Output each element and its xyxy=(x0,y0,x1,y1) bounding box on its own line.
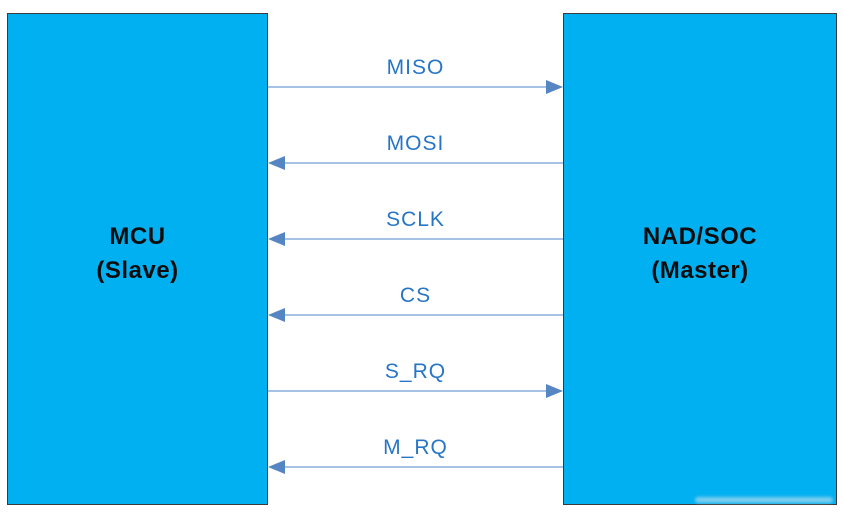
arrowhead-icon xyxy=(546,384,563,398)
mcu-box-label: MCU (Slave) xyxy=(96,220,178,288)
signal-label: SCLK xyxy=(386,208,445,231)
signal-label: M_RQ xyxy=(383,436,448,459)
nad-soc-box-label: NAD/SOC (Master) xyxy=(643,220,757,288)
nad-soc-box-title: NAD/SOC xyxy=(642,223,758,250)
arrowhead-icon xyxy=(268,232,285,246)
nad-soc-box-subtitle: (Master) xyxy=(651,257,749,284)
arrowhead-icon xyxy=(268,156,285,170)
arrowhead-icon xyxy=(268,460,285,474)
mcu-box-subtitle: (Slave) xyxy=(96,257,179,284)
mcu-box: MCU (Slave) xyxy=(7,13,268,505)
signal-label: MISO xyxy=(386,56,445,79)
arrowhead-icon xyxy=(268,308,285,322)
signal-line xyxy=(268,390,549,392)
watermark-smudge xyxy=(695,497,833,503)
signal-line xyxy=(282,238,563,240)
signal-line xyxy=(268,86,549,88)
arrowhead-icon xyxy=(546,80,563,94)
signal-label: S_RQ xyxy=(384,360,447,383)
signal-label: MOSI xyxy=(386,132,445,155)
signal-label: CS xyxy=(399,284,432,307)
mcu-box-title: MCU xyxy=(109,223,166,250)
signal-lines: MISO MOSI SCLK CS S_RQ M_RQ xyxy=(268,0,563,514)
nad-soc-box: NAD/SOC (Master) xyxy=(563,13,837,505)
signal-line xyxy=(282,466,563,468)
signal-line xyxy=(282,162,563,164)
signal-line xyxy=(282,314,563,316)
